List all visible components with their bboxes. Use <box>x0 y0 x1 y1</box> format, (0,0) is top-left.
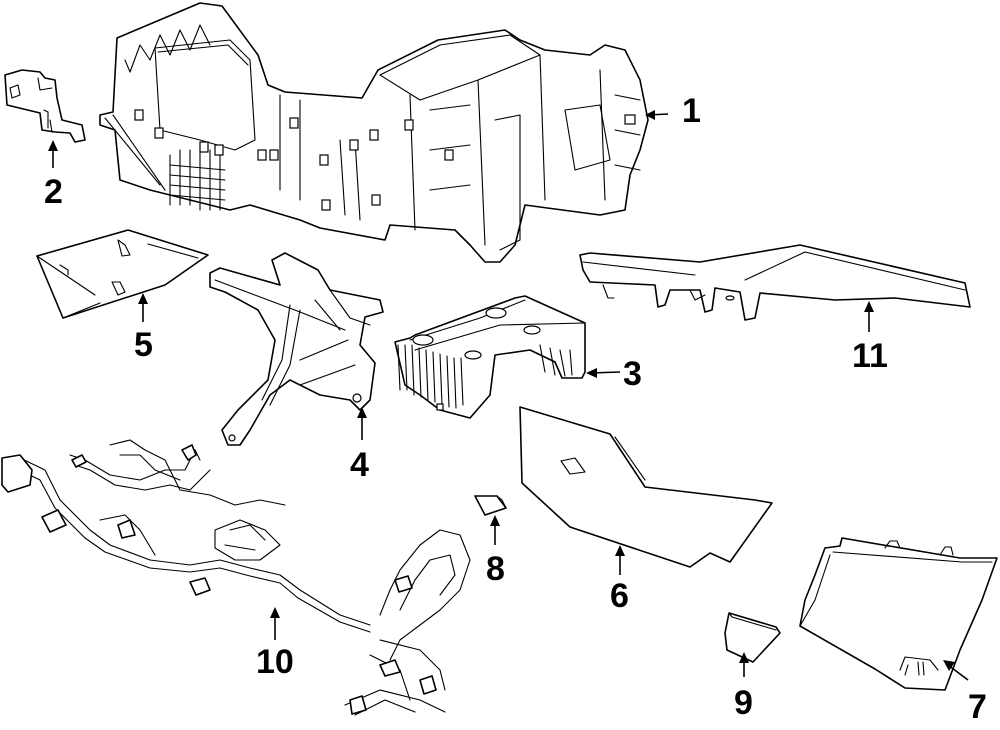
part-6-side-cover[interactable] <box>519 406 773 568</box>
arrowhead-icon <box>138 293 148 304</box>
callout-8[interactable]: 8 <box>486 515 505 588</box>
arrowhead-icon <box>645 110 655 120</box>
arrowhead-icon <box>357 407 367 418</box>
callout-number: 9 <box>734 684 753 722</box>
callout-number: 11 <box>852 337 888 375</box>
part-10-wiring-harness[interactable] <box>1 439 471 716</box>
callout-number: 2 <box>44 173 63 211</box>
callout-number: 4 <box>350 446 369 484</box>
arrowhead-icon <box>739 652 749 663</box>
callout-number: 5 <box>134 326 153 364</box>
arrowhead-icon <box>48 140 58 151</box>
callout-number: 7 <box>968 688 987 726</box>
arrowhead-icon <box>943 660 955 671</box>
callout-1[interactable]: 1 <box>645 92 701 130</box>
callout-number: 1 <box>682 92 701 130</box>
callout-7[interactable]: 7 <box>943 660 987 726</box>
part-2-small-bracket[interactable] <box>4 69 86 143</box>
callout-10[interactable]: 10 <box>256 607 294 681</box>
callout-number: 6 <box>610 577 629 615</box>
callout-11[interactable]: 11 <box>852 301 888 375</box>
callout-number: 10 <box>256 643 294 681</box>
callout-3[interactable]: 3 <box>586 355 642 393</box>
callout-6[interactable]: 6 <box>610 545 629 615</box>
arrowhead-icon <box>864 301 874 312</box>
callout-number: 3 <box>623 355 642 393</box>
arrowhead-icon <box>270 607 280 618</box>
part-9-cover-cap[interactable] <box>724 612 781 663</box>
part-5-side-trim[interactable] <box>36 229 209 319</box>
part-7-end-trim[interactable] <box>799 537 998 691</box>
arrowhead-icon <box>586 368 597 378</box>
callout-4[interactable]: 4 <box>350 407 369 484</box>
part-8-small-clip[interactable] <box>474 495 507 516</box>
callout-2[interactable]: 2 <box>44 140 63 211</box>
arrowhead-icon <box>490 515 500 526</box>
part-4-center-brace[interactable] <box>209 252 384 446</box>
part-3-support-bracket[interactable] <box>394 295 586 419</box>
callout-5[interactable]: 5 <box>134 293 153 364</box>
part-11-trim-molding[interactable] <box>579 244 971 321</box>
callout-number: 8 <box>486 550 505 588</box>
part-1-console-frame[interactable] <box>99 2 649 263</box>
arrowhead-icon <box>615 545 625 556</box>
callout-9[interactable]: 9 <box>734 652 753 722</box>
